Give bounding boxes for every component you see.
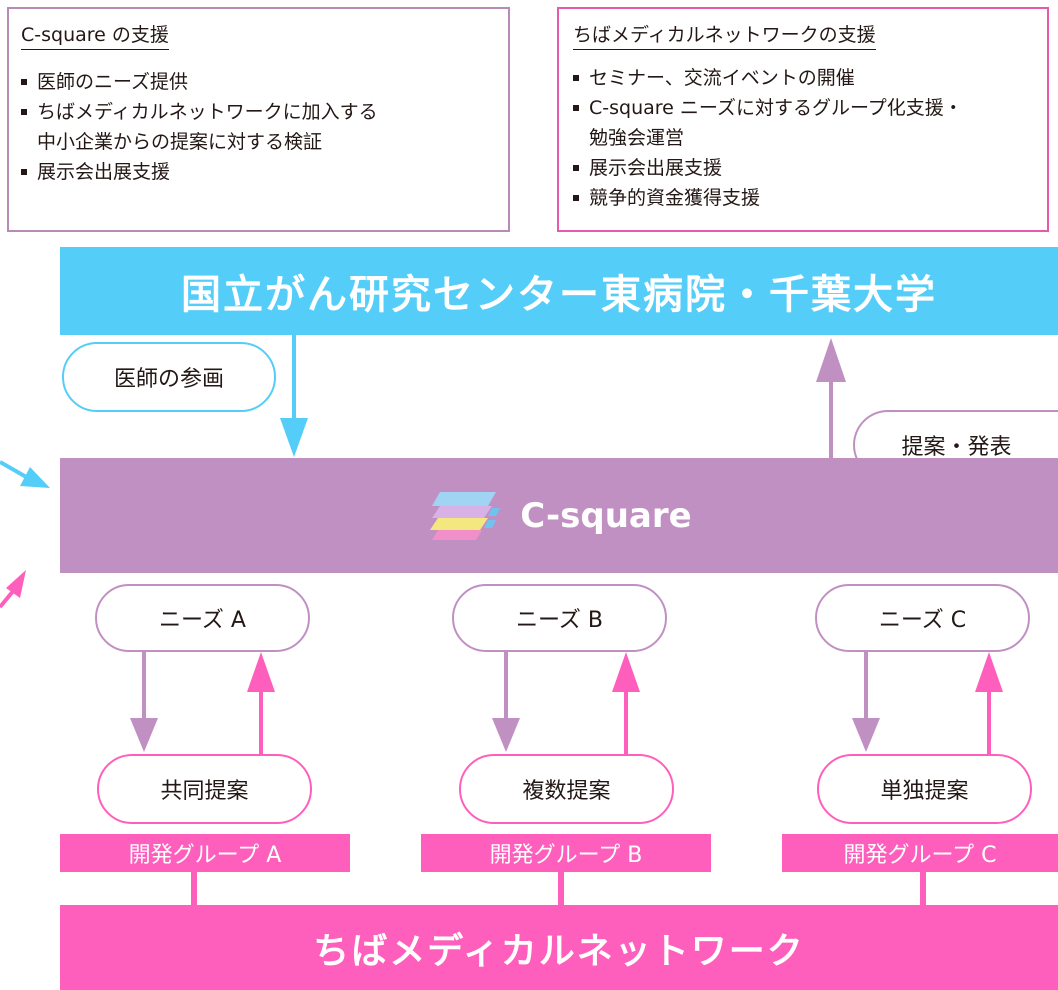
proposal-a-pill: 共同提案 xyxy=(97,754,312,824)
column-b-arrows xyxy=(492,651,640,755)
csquare-logo-icon xyxy=(426,484,506,548)
chiba-support-box: ちばメディカルネットワークの支援 セミナー、交流イベントの開催 C-square… xyxy=(557,7,1049,232)
column-a-arrows xyxy=(130,651,275,755)
development-group-c: 開発グループ C xyxy=(782,834,1058,872)
chiba-support-list: セミナー、交流イベントの開催 C-square ニーズに対するグループ化支援・ … xyxy=(573,63,1043,213)
proposal-c-pill: 単独提案 xyxy=(817,754,1032,824)
left-edge-arrows xyxy=(0,460,50,609)
column-c-arrows xyxy=(852,651,1003,755)
chiba-support-title: ちばメディカルネットワークの支援 xyxy=(573,23,876,50)
institutions-band: 国立がん研究センター東病院・千葉大学 xyxy=(60,247,1058,335)
list-item: 展示会出展支援 xyxy=(21,157,501,187)
list-item: 展示会出展支援 xyxy=(573,153,1043,183)
list-item: ちばメディカルネットワークに加入する 中小企業からの提案に対する検証 xyxy=(21,97,501,157)
list-item: 競争的資金獲得支援 xyxy=(573,183,1043,213)
development-group-b: 開発グループ B xyxy=(421,834,711,872)
list-item: C-square ニーズに対するグループ化支援・ 勉強会運営 xyxy=(573,93,1043,153)
need-c-pill: ニーズ C xyxy=(815,584,1030,652)
csquare-support-list: 医師のニーズ提供 ちばメディカルネットワークに加入する 中小企業からの提案に対す… xyxy=(21,67,501,187)
need-a-pill: ニーズ A xyxy=(95,584,310,652)
list-item: 医師のニーズ提供 xyxy=(21,67,501,97)
network-connectors xyxy=(191,871,926,906)
doctor-participation-pill: 医師の参画 xyxy=(62,342,276,412)
presentation-arrow xyxy=(816,338,846,458)
need-b-pill: ニーズ B xyxy=(452,584,667,652)
list-item: セミナー、交流イベントの開催 xyxy=(573,63,1043,93)
csquare-band: C-square xyxy=(60,458,1058,573)
development-group-a: 開発グループ A xyxy=(60,834,350,872)
proposal-b-pill: 複数提案 xyxy=(459,754,674,824)
doctor-arrow xyxy=(280,335,308,457)
csquare-name: C-square xyxy=(520,495,692,536)
csquare-support-box: C-square の支援 医師のニーズ提供 ちばメディカルネットワークに加入する… xyxy=(7,7,510,232)
csquare-support-title: C-square の支援 xyxy=(21,23,169,50)
network-band: ちばメディカルネットワーク xyxy=(60,905,1058,990)
